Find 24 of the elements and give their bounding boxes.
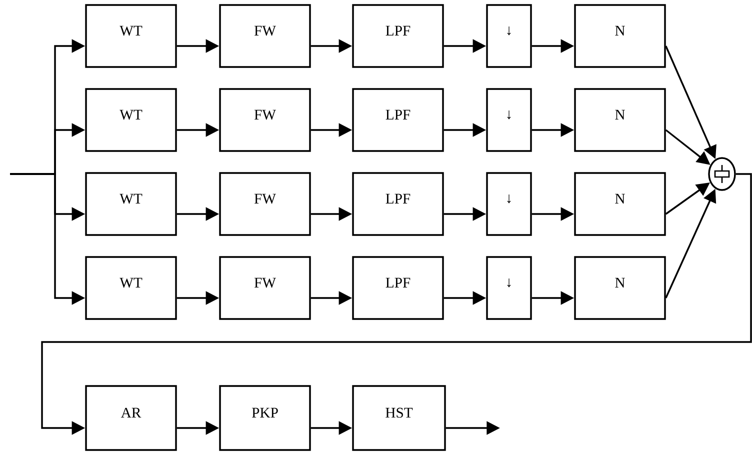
- block-box: ↓: [486, 88, 532, 152]
- block-box: WT: [85, 172, 177, 236]
- block-box: ↓: [486, 4, 532, 68]
- block-box: AR: [85, 385, 177, 451]
- block-box: HST: [352, 385, 446, 451]
- block-box: WT: [85, 88, 177, 152]
- block-box: FW: [219, 88, 311, 152]
- block-box: PKP: [219, 385, 311, 451]
- block-box: FW: [219, 172, 311, 236]
- block-box: FW: [219, 256, 311, 320]
- block-box: LPF: [352, 4, 444, 68]
- summing-junction: [708, 157, 736, 191]
- block-box: ↓: [486, 256, 532, 320]
- block-box: N: [574, 256, 666, 320]
- block-box: WT: [85, 256, 177, 320]
- block-box: N: [574, 4, 666, 68]
- block-box: LPF: [352, 256, 444, 320]
- block-box: WT: [85, 4, 177, 68]
- block-box: ↓: [486, 172, 532, 236]
- block-box: LPF: [352, 88, 444, 152]
- block-box: LPF: [352, 172, 444, 236]
- block-box: N: [574, 172, 666, 236]
- block-box: N: [574, 88, 666, 152]
- block-box: FW: [219, 4, 311, 68]
